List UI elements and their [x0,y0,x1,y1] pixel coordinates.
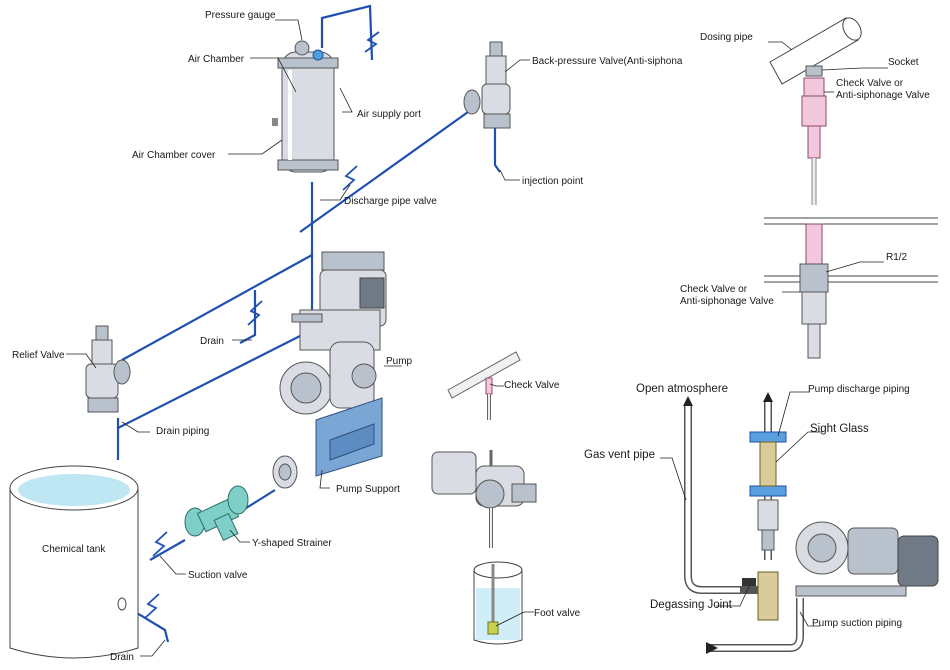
label-sight-glass: Sight Glass [810,423,869,435]
air-chamber [272,40,339,173]
suction-flange [272,455,298,489]
label-pressure-gauge: Pressure gauge [205,10,276,21]
label-foot-valve: Foot valve [534,608,581,619]
label-check-valve-mid: Check Valve [504,380,560,391]
label-y-shaped-strainer: Y-shaped Strainer [252,538,332,549]
label-suction-valve: Suction valve [188,570,248,581]
label-discharge-pipe-valve: Discharge pipe valve [344,196,437,207]
label-air-chamber-cover: Air Chamber cover [132,150,216,161]
pressure-gauge-icon [294,40,310,56]
label-relief-valve: Relief Valve [12,350,65,361]
label-drain-upper: Drain [200,336,224,347]
valve-symbols [144,31,380,619]
label-check-valve-low-1: Check Valve or [680,284,748,295]
label-check-valve-top-2: Anti-siphonage Valve [836,90,930,101]
back-pressure-valve [463,41,511,129]
label-gas-vent-pipe: Gas vent pipe [584,449,655,461]
label-pump-discharge-piping: Pump discharge piping [808,384,910,395]
label-air-chamber: Air Chamber [188,54,245,65]
label-pump: Pump [386,356,413,367]
label-chemical-tank: Chemical tank [42,544,106,555]
label-air-supply-port: Air supply port [357,109,421,120]
r12-detail [764,217,938,359]
label-open-atmosphere: Open atmosphere [636,383,728,395]
relief-valve [85,325,131,413]
label-check-valve-top-1: Check Valve or [836,78,904,89]
leader-lines-left [66,19,530,657]
label-r12: R1/2 [886,252,908,263]
label-degassing-joint: Degassing Joint [650,599,733,611]
label-pump-support: Pump Support [336,484,400,495]
label-pump-suction-piping: Pump suction piping [812,618,902,629]
degassing-assembly [683,392,939,654]
label-check-valve-low-2: Anti-siphonage Valve [680,296,774,307]
label-injection-point: injection point [522,176,583,187]
label-back-pressure-valve: Back-pressure Valve(Anti-siphona [532,56,683,67]
label-drain-lower: Drain [110,652,134,663]
label-socket: Socket [888,57,919,68]
chemical-tank [9,465,139,659]
y-shaped-strainer [184,485,249,542]
label-drain-piping: Drain piping [156,426,209,437]
check-valve-assembly [431,351,537,645]
label-dosing-pipe: Dosing pipe [700,32,753,43]
pump [279,251,387,415]
pump-support [315,397,383,477]
dosing-pipe-detail [769,17,862,205]
